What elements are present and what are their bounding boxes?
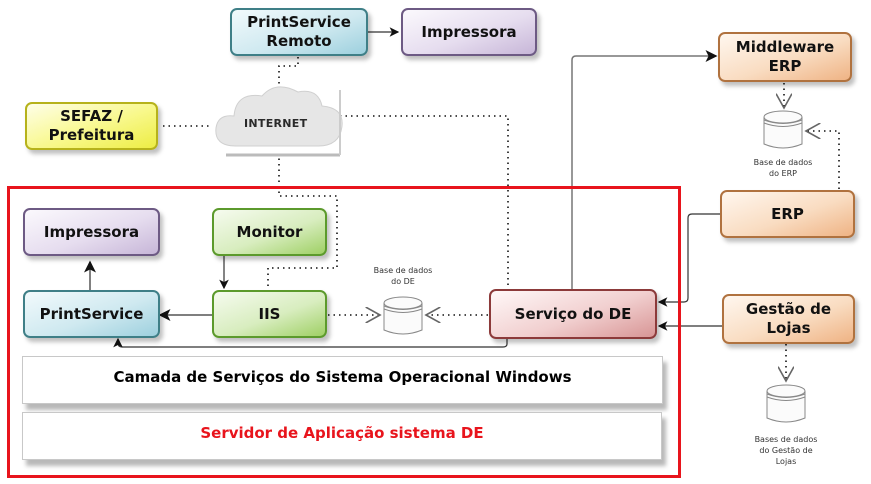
impressora-remota-node[interactable]: Impressora [401, 8, 537, 56]
monitor-node[interactable]: Monitor [212, 208, 327, 256]
gestao-lojas-node[interactable]: Gestão de Lojas [722, 294, 855, 344]
link-servico-printservice [113, 337, 508, 348]
database-icon-de [383, 296, 423, 335]
db-de-label: Base de dados do DE [373, 266, 433, 286]
db-erp-label: Base de dados do ERP [753, 158, 813, 178]
iis-node[interactable]: IIS [212, 290, 327, 338]
dotted-internet-servico [340, 115, 509, 289]
db-gestao-label: Bases de dados do Gestão de Lojas [754, 435, 818, 466]
windows-services-label: Camada de Serviços do Sistema Operaciona… [113, 368, 572, 386]
application-server-label: Servidor de Aplicação sistema DE [200, 424, 484, 442]
server-boundary [7, 186, 681, 478]
erp-node[interactable]: ERP [720, 190, 855, 238]
internet-label: INTERNET [244, 117, 308, 130]
printservice-remoto-node[interactable]: PrintService Remoto [230, 8, 368, 56]
link-erp-servico [657, 213, 720, 307]
dotted-psremoto-internet [278, 57, 299, 86]
windows-services-layer: Camada de Serviços do Sistema Operaciona… [22, 356, 663, 404]
sefaz-node[interactable]: SEFAZ / Prefeitura [25, 102, 158, 150]
database-icon-erp [763, 110, 803, 149]
impressora-local-node[interactable]: Impressora [23, 208, 160, 256]
database-icon-gestao [766, 384, 806, 423]
internet-cloud-icon [215, 86, 343, 157]
middleware-erp-node[interactable]: Middleware ERP [718, 32, 852, 82]
link-servico-middleware [571, 50, 718, 289]
printservice-node[interactable]: PrintService [23, 290, 160, 338]
application-server-layer: Servidor de Aplicação sistema DE [22, 412, 662, 460]
servico-de-node[interactable]: Serviço do DE [489, 289, 657, 339]
